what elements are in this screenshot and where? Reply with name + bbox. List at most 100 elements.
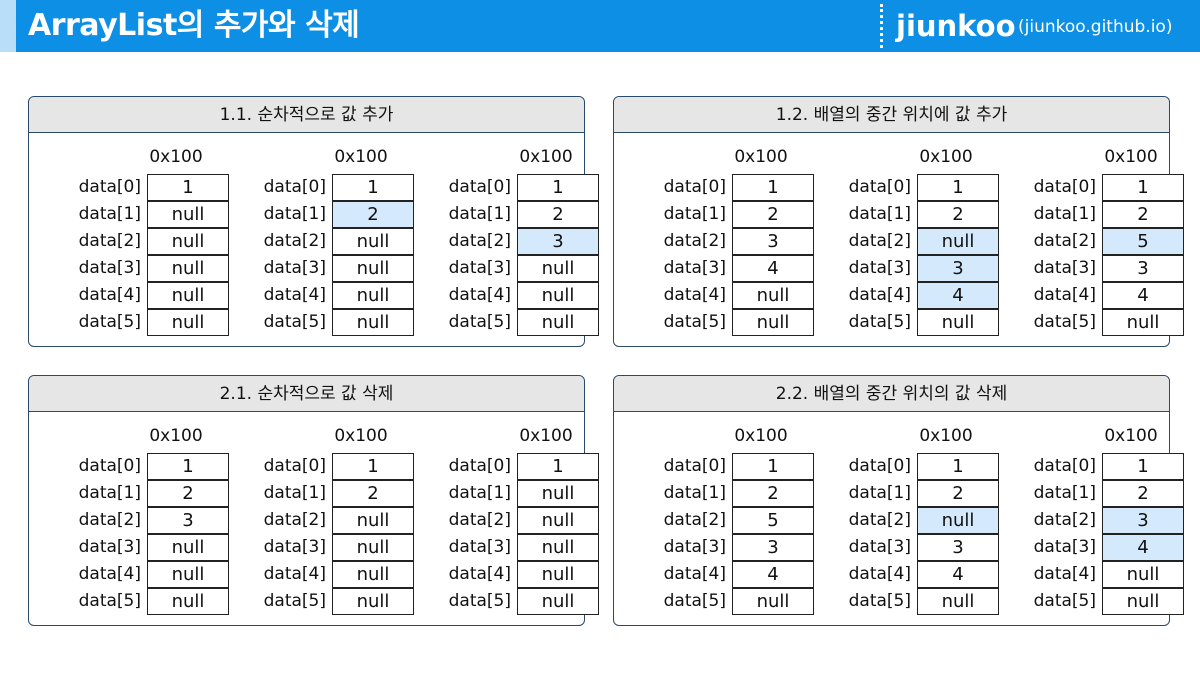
- array-cell: null: [1102, 561, 1184, 588]
- array-cell: null: [147, 309, 229, 336]
- index-label: data[4]: [1033, 285, 1096, 305]
- array-row: data[5]null: [423, 588, 603, 615]
- array-row: data[2]5: [638, 507, 818, 534]
- index-label: data[3]: [663, 537, 726, 557]
- array-cell-highlighted: 3: [517, 228, 599, 255]
- index-label: data[1]: [448, 483, 511, 503]
- index-label: data[2]: [448, 510, 511, 530]
- index-label: data[4]: [848, 564, 911, 584]
- array-row: data[4]null: [423, 561, 603, 588]
- array-row: data[3]null: [238, 534, 418, 561]
- index-label: data[2]: [263, 231, 326, 251]
- array-address: 0x100: [334, 426, 388, 446]
- array-cell: null: [332, 561, 414, 588]
- array-cell: 1: [1102, 453, 1184, 480]
- array-cell: 1: [732, 453, 814, 480]
- array-cell: 2: [732, 201, 814, 228]
- panel-title: 2.1. 순차적으로 값 삭제: [29, 376, 584, 412]
- array-row: data[1]2: [1008, 480, 1188, 507]
- array-row: data[5]null: [423, 309, 603, 336]
- array-cell: 2: [917, 201, 999, 228]
- array-address: 0x100: [334, 147, 388, 167]
- array-cell-highlighted: 3: [917, 255, 999, 282]
- array-address: 0x100: [734, 147, 788, 167]
- index-label: data[3]: [78, 537, 141, 557]
- array-row: data[2] 3: [423, 228, 603, 255]
- index-label: data[3]: [263, 258, 326, 278]
- array-row: data[4]null: [53, 561, 233, 588]
- array-cell-highlighted: 2: [332, 201, 414, 228]
- array-cell: null: [147, 201, 229, 228]
- array-row: data[2]3: [53, 507, 233, 534]
- array-cell: null: [517, 309, 599, 336]
- index-label: data[4]: [663, 564, 726, 584]
- array-cell-highlighted: 3: [1102, 507, 1184, 534]
- array-cell: null: [917, 588, 999, 615]
- array-row: data[1] 2: [238, 480, 418, 507]
- index-label: data[3]: [448, 537, 511, 557]
- index-label: data[0]: [78, 177, 141, 197]
- array-cell: null: [1102, 588, 1184, 615]
- index-label: data[4]: [448, 285, 511, 305]
- array-row: data[5]null: [53, 588, 233, 615]
- index-label: data[4]: [263, 564, 326, 584]
- array-row: data[4]null: [53, 282, 233, 309]
- index-label: data[2]: [448, 231, 511, 251]
- index-label: data[3]: [848, 537, 911, 557]
- index-label: data[5]: [663, 591, 726, 611]
- index-label: data[2]: [663, 231, 726, 251]
- array-row: data[4]null: [423, 282, 603, 309]
- page-title: ArrayList의 추가와 삭제: [28, 8, 360, 43]
- array-cell: 2: [332, 480, 414, 507]
- index-label: data[3]: [1033, 258, 1096, 278]
- array-cell: null: [517, 561, 599, 588]
- array-row: data[5]null: [238, 588, 418, 615]
- array-row: data[4]4: [823, 282, 1003, 309]
- index-label: data[1]: [263, 483, 326, 503]
- index-label: data[2]: [1033, 231, 1096, 251]
- array-row: data[1]2: [1008, 201, 1188, 228]
- array-cell: null: [147, 282, 229, 309]
- array-cell: null: [147, 228, 229, 255]
- index-label: data[2]: [78, 231, 141, 251]
- array-row: data[5]null: [53, 309, 233, 336]
- array-cell-highlighted: null: [917, 507, 999, 534]
- index-label: data[1]: [78, 483, 141, 503]
- array-cell: null: [332, 255, 414, 282]
- array-cell: null: [147, 588, 229, 615]
- array-cell-highlighted: null: [917, 228, 999, 255]
- array-row: data[1] null: [53, 201, 233, 228]
- index-label: data[1]: [78, 204, 141, 224]
- array-row: data[5]null: [823, 588, 1003, 615]
- array-cell: 2: [917, 480, 999, 507]
- array-cell: 5: [732, 507, 814, 534]
- index-label: data[2]: [848, 231, 911, 251]
- index-label: data[2]: [848, 510, 911, 530]
- array-row: data[2] null: [53, 228, 233, 255]
- index-label: data[1]: [848, 483, 911, 503]
- index-label: data[0]: [848, 456, 911, 476]
- index-label: data[3]: [848, 258, 911, 278]
- array-cell: 4: [1102, 282, 1184, 309]
- array-row: data[2] null: [823, 507, 1003, 534]
- index-label: data[2]: [1033, 510, 1096, 530]
- index-label: data[3]: [78, 258, 141, 278]
- array-cell: 3: [732, 228, 814, 255]
- array-cell: null: [332, 282, 414, 309]
- index-label: data[0]: [1033, 177, 1096, 197]
- array-row: data[3]3: [638, 534, 818, 561]
- array-row: data[0]1: [1008, 453, 1188, 480]
- index-label: data[3]: [263, 537, 326, 557]
- array-row: data[3]null: [53, 534, 233, 561]
- index-label: data[5]: [663, 312, 726, 332]
- array-row: data[5]null: [823, 309, 1003, 336]
- array-row: data[2] null: [823, 228, 1003, 255]
- array-row: data[1]2: [823, 201, 1003, 228]
- array-row: data[1]2: [53, 480, 233, 507]
